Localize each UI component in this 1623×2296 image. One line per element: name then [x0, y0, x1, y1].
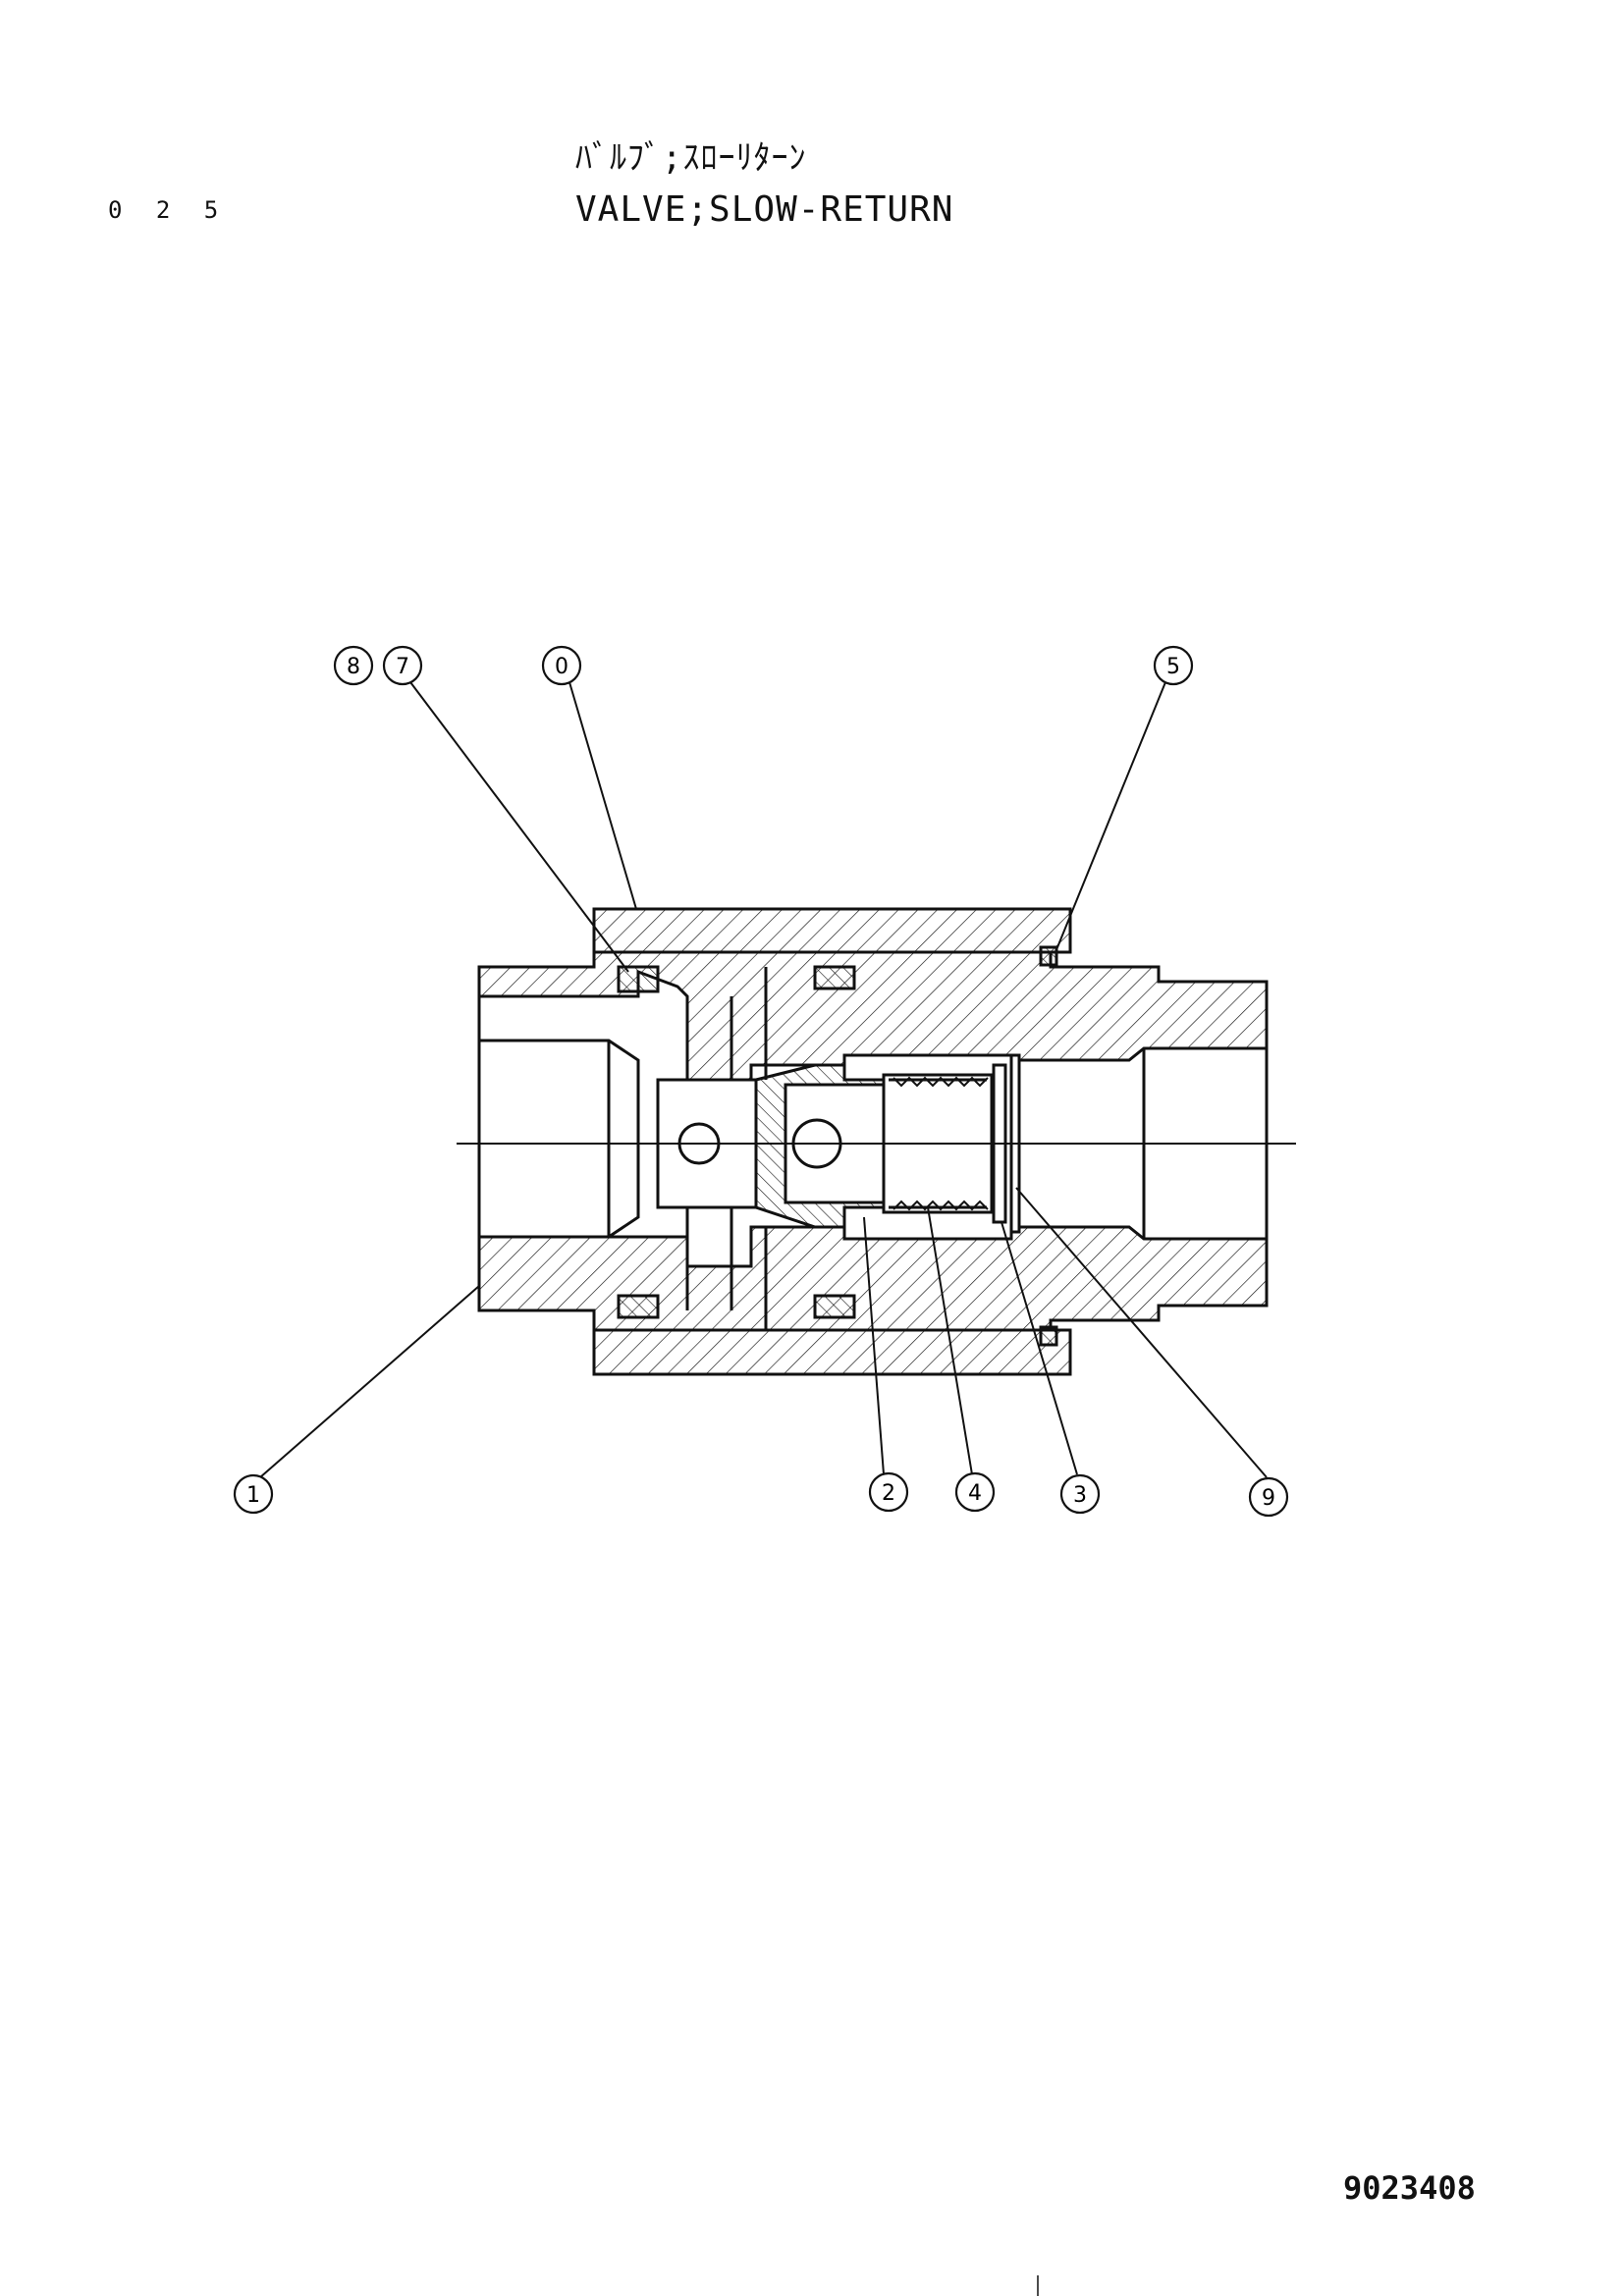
callout-8-label: 8 — [347, 655, 360, 679]
leader-lines — [259, 681, 1268, 1478]
drawing-code: 9023408 — [1343, 2169, 1476, 2207]
callout-5-label: 5 — [1166, 655, 1180, 679]
callouts: 8 7 0 5 1 2 4 3 9 — [233, 645, 1289, 1518]
callout-1-label: 1 — [246, 1483, 260, 1508]
callout-4-label: 4 — [968, 1481, 982, 1506]
title-japanese: ﾊﾞﾙﾌﾞ;ｽﾛｰﾘﾀｰﾝ — [575, 138, 807, 178]
valve-body — [477, 907, 1269, 1376]
callout-0-label: 0 — [555, 655, 568, 679]
page-number: 0 2 5 — [108, 196, 229, 224]
callout-9-label: 9 — [1262, 1486, 1275, 1511]
callout-7-label: 7 — [396, 655, 409, 679]
title-english: VALVE;SLOW-RETURN — [575, 189, 954, 230]
callout-3-label: 3 — [1073, 1483, 1087, 1508]
callout-2-label: 2 — [882, 1481, 895, 1506]
